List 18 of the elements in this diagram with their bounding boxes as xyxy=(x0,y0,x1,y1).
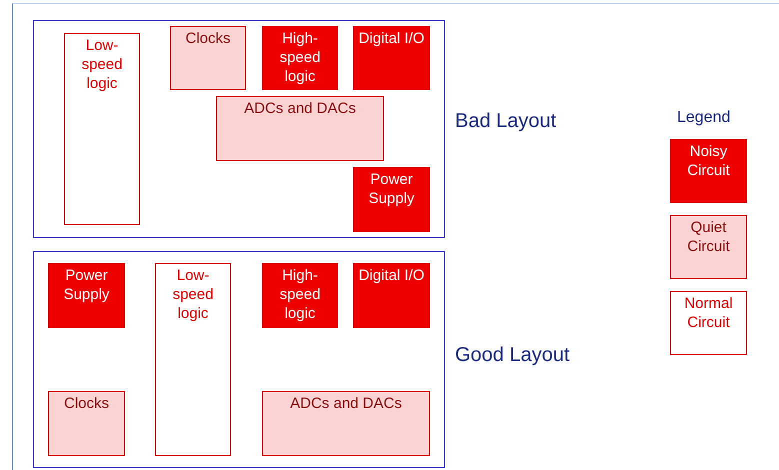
circuit-block: Clocks xyxy=(170,26,246,90)
circuit-block: Power Supply xyxy=(353,167,430,232)
circuit-block: Digital I/O xyxy=(353,263,430,328)
circuit-block: High-speed logic xyxy=(262,263,338,328)
circuit-block: Low-speed logic xyxy=(155,263,231,456)
circuit-block: ADCs and DACs xyxy=(262,391,430,456)
circuit-block: Digital I/O xyxy=(353,26,430,90)
circuit-block: Power Supply xyxy=(48,263,125,328)
panel-heading: Bad Layout xyxy=(455,110,556,133)
legend-title: Legend xyxy=(677,109,730,127)
circuit-block: High-speed logic xyxy=(262,26,338,90)
panel-heading: Good Layout xyxy=(455,344,570,367)
circuit-block: Clocks xyxy=(48,391,125,456)
legend-label: Normal Circuit xyxy=(683,294,734,332)
circuit-block: Low-speed logic xyxy=(64,33,140,225)
circuit-block: ADCs and DACs xyxy=(216,96,384,161)
legend-label: Noisy Circuit xyxy=(686,142,731,180)
legend-label: Quiet Circuit xyxy=(686,218,731,256)
